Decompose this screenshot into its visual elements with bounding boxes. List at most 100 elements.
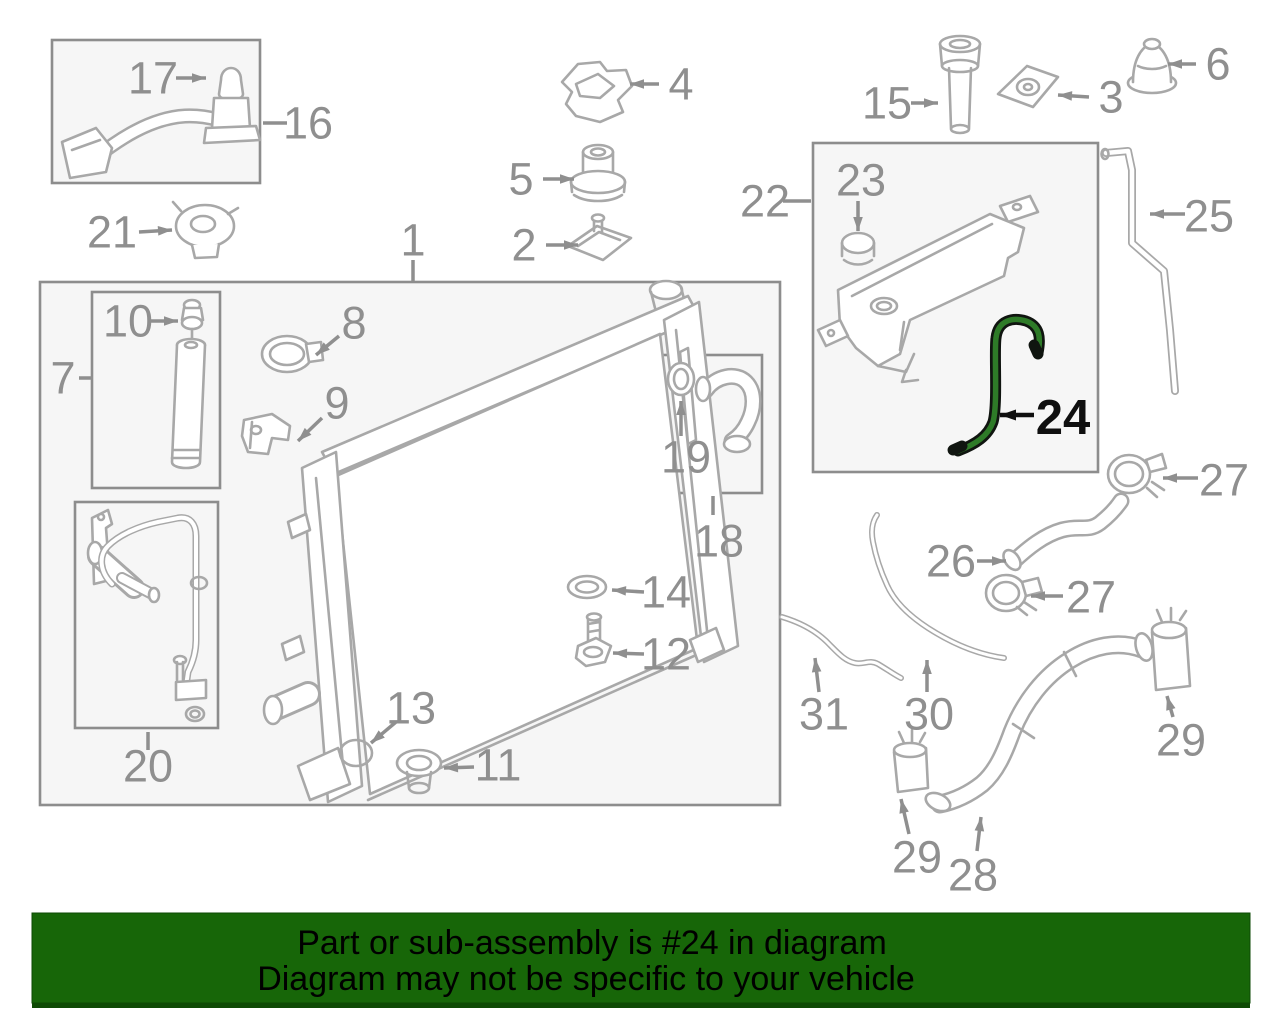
callout-22: 22 xyxy=(740,176,811,227)
part-number-label: 3 xyxy=(1098,72,1123,123)
arrowhead-icon xyxy=(1150,209,1164,219)
arrowhead-icon xyxy=(444,762,459,773)
callout-30: 30 xyxy=(904,660,954,740)
arrowhead-icon xyxy=(1163,473,1177,483)
part-number-label: 27 xyxy=(1066,572,1116,623)
part-number-label: 13 xyxy=(386,683,436,734)
drain-plug-11 xyxy=(395,748,443,795)
callout-14: 14 xyxy=(611,567,691,618)
part-number-label: 19 xyxy=(661,432,711,483)
part-number-label: 24 xyxy=(1036,391,1091,445)
part-number-label: 23 xyxy=(836,155,886,206)
arrowhead-icon xyxy=(853,217,863,231)
part-number-label: 22 xyxy=(740,176,790,227)
arrowhead-icon xyxy=(157,226,172,236)
part-number-label: 8 xyxy=(341,298,366,349)
callout-17: 17 xyxy=(128,53,206,104)
banner-background xyxy=(31,912,1251,1004)
part-number-label: 14 xyxy=(641,567,691,618)
callout-31: 31 xyxy=(799,657,849,740)
arrowhead-icon xyxy=(1000,409,1016,421)
reservoir-cap-15 xyxy=(938,34,982,135)
callout-11: 11 xyxy=(443,740,521,791)
arrowhead-icon xyxy=(974,817,985,832)
drain-bolt-12 xyxy=(574,612,613,668)
callout-8: 8 xyxy=(314,298,367,357)
reservoir-tank-22 xyxy=(816,194,1045,457)
part-number-label: 7 xyxy=(50,353,75,404)
arrowhead-icon xyxy=(811,658,822,673)
callout-24: 24 xyxy=(1000,391,1090,445)
callout-13: 13 xyxy=(369,683,436,745)
mount-5 xyxy=(569,143,627,203)
arrowhead-icon xyxy=(560,174,574,184)
part-number-label: 28 xyxy=(948,850,998,901)
hose-sensor-assembly-16 xyxy=(60,66,262,180)
part-number-label: 12 xyxy=(641,629,691,680)
highlighted-hose-24 xyxy=(947,313,1045,457)
banner-underline xyxy=(32,1003,1250,1008)
cap-23 xyxy=(840,231,876,266)
cap-4 xyxy=(560,60,634,124)
callout-23: 23 xyxy=(836,155,886,231)
part-number-label: 30 xyxy=(904,689,954,740)
clip-nut-2 xyxy=(566,213,633,262)
part-number-label: 2 xyxy=(511,220,536,271)
oring-19-elbow-18 xyxy=(666,361,762,454)
arrowhead-icon xyxy=(316,342,330,355)
arrowhead-icon xyxy=(992,556,1006,566)
part-number-label: 10 xyxy=(103,296,153,347)
callout-29: 29 xyxy=(1156,695,1206,766)
fitting-10 xyxy=(180,298,205,340)
rubber-mount-6 xyxy=(1126,37,1178,95)
callout-3: 3 xyxy=(1057,72,1124,123)
callout-26: 26 xyxy=(926,536,1006,587)
arrowhead-icon xyxy=(298,427,312,441)
callout-5: 5 xyxy=(508,154,574,205)
callout-15: 15 xyxy=(862,78,938,129)
notice-banner: Part or sub-assembly is #24 in diagram D… xyxy=(31,912,1251,1008)
callout-10: 10 xyxy=(103,296,178,347)
arrowhead-icon xyxy=(192,73,206,83)
clamp-27-upper xyxy=(1106,452,1168,499)
part-number-label: 31 xyxy=(799,689,849,740)
sensor-17 xyxy=(202,66,262,145)
banner-line1: Part or sub-assembly is #24 in diagram xyxy=(297,924,887,962)
arrowhead-icon xyxy=(1168,59,1182,69)
arrowhead-icon xyxy=(1031,591,1045,601)
part-number-label: 17 xyxy=(128,53,178,104)
hose-31 xyxy=(779,614,904,681)
hose-clamp-8 xyxy=(260,334,325,374)
part-number-label: 6 xyxy=(1205,39,1230,90)
callout-20: 20 xyxy=(123,732,173,792)
callout-18: 18 xyxy=(694,496,744,567)
overflow-pipe-25 xyxy=(1100,147,1179,395)
part-number-label: 21 xyxy=(87,207,137,258)
arrowhead-icon xyxy=(899,799,909,814)
arrowhead-icon xyxy=(612,586,627,596)
banner-line2: Diagram may not be specific to your vehi… xyxy=(257,960,915,998)
part-number-label: 1 xyxy=(400,215,425,266)
arrowhead-icon xyxy=(1058,91,1073,101)
arrowhead-icon xyxy=(613,648,628,659)
clamp-27-lower xyxy=(984,573,1044,617)
callout-9: 9 xyxy=(296,378,350,443)
callout-19: 19 xyxy=(661,401,711,483)
callout-28: 28 xyxy=(948,816,998,901)
callout-27: 27 xyxy=(1031,572,1116,623)
part-number-label: 9 xyxy=(324,378,349,429)
part-number-label: 5 xyxy=(508,154,533,205)
arrowhead-icon xyxy=(371,730,385,743)
callout-7: 7 xyxy=(50,353,93,404)
part-number-label: 4 xyxy=(668,59,693,110)
arrowhead-icon xyxy=(924,98,938,108)
part-number-label: 15 xyxy=(862,78,912,129)
lower-hose-28 xyxy=(924,632,1154,814)
part-number-label: 25 xyxy=(1184,191,1234,242)
callout-27: 27 xyxy=(1163,455,1249,506)
arrowhead-icon xyxy=(564,240,578,250)
upper-hose-26 xyxy=(1002,492,1130,572)
part-number-label: 29 xyxy=(892,832,942,883)
